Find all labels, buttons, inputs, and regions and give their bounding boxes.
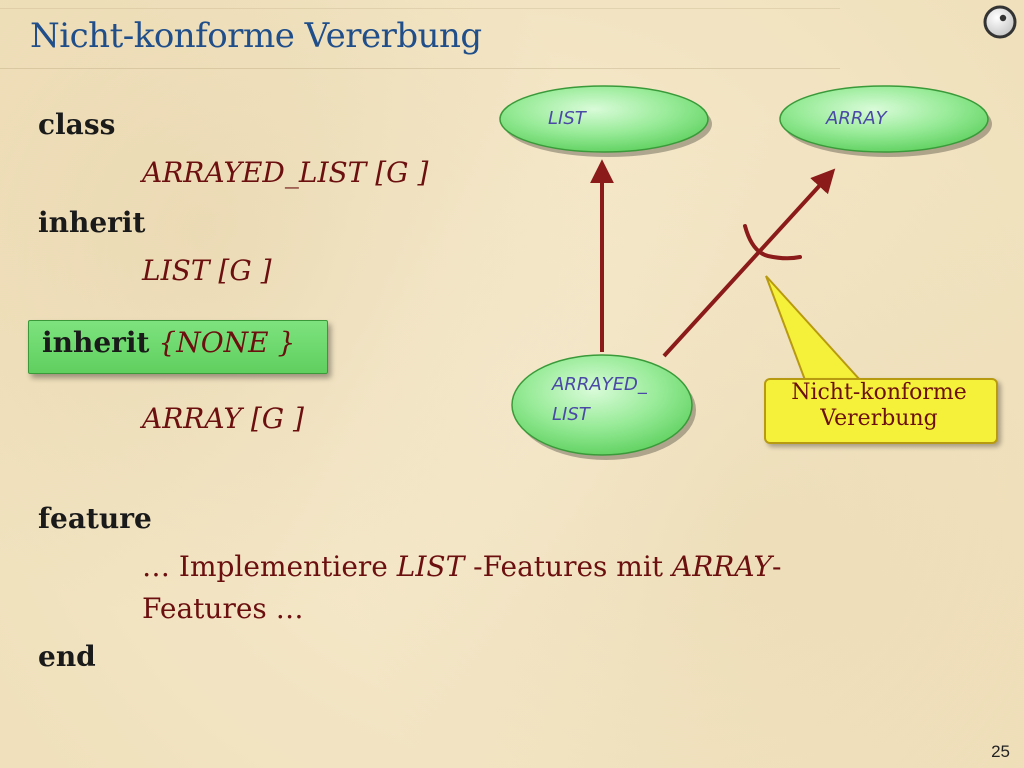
arrow-to-array — [662, 168, 836, 358]
logo-icon — [983, 5, 1017, 39]
inherit-none-clause: {NONE } — [158, 326, 296, 359]
parent-list: LIST [G ] — [142, 254, 272, 287]
node-arrayed-list — [511, 354, 693, 456]
callout-box — [764, 378, 998, 444]
node-arrayed-label-2: LIST — [552, 404, 590, 425]
class-name: ARRAYED_LIST [G ] — [142, 156, 429, 189]
slide-title: Nicht-konforme Vererbung — [30, 16, 482, 56]
callout-pointer — [765, 275, 863, 381]
callout-line-2: Vererbung — [820, 406, 938, 431]
top-rule — [0, 8, 840, 9]
parent-array: ARRAY [G ] — [142, 402, 304, 435]
feature-text-array: ARRAY — [671, 550, 772, 583]
node-arrayed-label-1: ARRAYED_ — [552, 374, 647, 395]
inherit-none-line: inherit {NONE } — [42, 326, 295, 359]
page-number: 25 — [991, 742, 1010, 761]
keyword-class: class — [38, 108, 116, 141]
inherit-none-highlight — [28, 320, 328, 374]
feature-text-dash: - — [771, 550, 782, 583]
keyword-inherit-1: inherit — [38, 206, 146, 239]
nonconforming-mark — [743, 224, 802, 261]
keyword-inherit-2: inherit — [42, 326, 150, 359]
keyword-end: end — [38, 640, 96, 673]
feature-text-mid: -Features mit — [464, 550, 672, 583]
node-array-label: ARRAY — [826, 108, 887, 129]
feature-text-pre: … Implementiere — [142, 550, 397, 583]
callout-line-1: Nicht-konforme — [791, 380, 967, 405]
keyword-feature: feature — [38, 502, 152, 535]
node-list — [499, 85, 709, 153]
feature-text-list: LIST — [396, 550, 465, 583]
callout-text: Nicht-konforme Vererbung — [764, 380, 994, 432]
feature-comment-line-1: … Implementiere LIST -Features mit ARRAY… — [142, 550, 781, 583]
feature-comment-line-2: Features … — [142, 592, 304, 625]
title-divider — [0, 68, 840, 69]
node-list-label: LIST — [548, 108, 586, 129]
